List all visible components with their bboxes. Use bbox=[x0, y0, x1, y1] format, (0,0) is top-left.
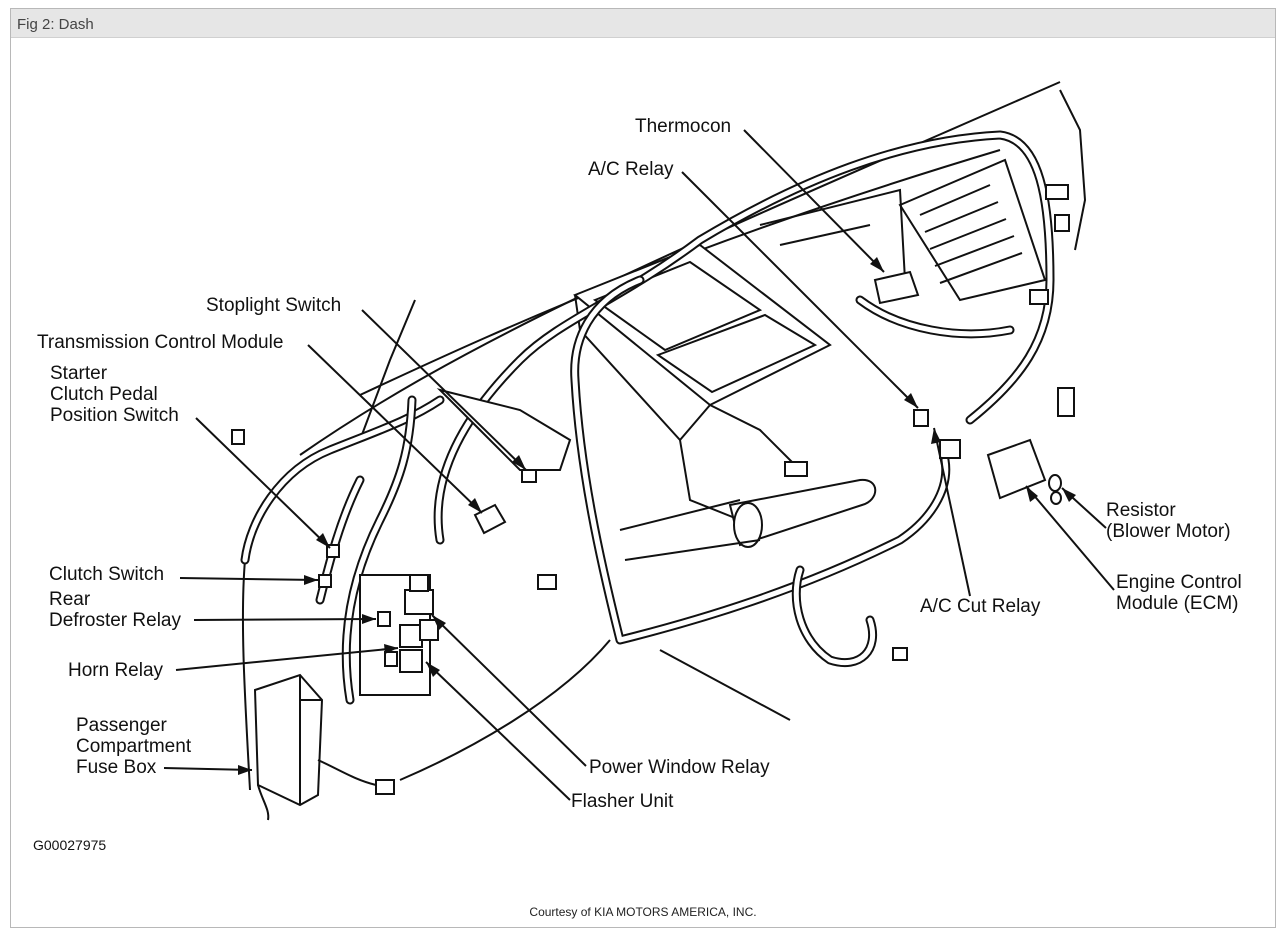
label-starter-2: Clutch Pedal bbox=[50, 384, 158, 405]
heater-unit-top bbox=[573, 243, 832, 407]
heater-unit-body bbox=[679, 404, 801, 521]
leader-power-window bbox=[431, 614, 587, 767]
blower-housing bbox=[898, 158, 1047, 302]
label-ac-cut-relay: A/C Cut Relay bbox=[920, 596, 1041, 617]
misc-connector-2 bbox=[1054, 214, 1070, 232]
label-stoplight-switch: Stoplight Switch bbox=[206, 295, 341, 316]
tcm-unit bbox=[436, 388, 572, 471]
label-fuse-box-3: Fuse Box bbox=[76, 757, 157, 778]
figure-title: Fig 2: Dash bbox=[17, 16, 94, 33]
misc-connector-6 bbox=[892, 647, 908, 661]
leader-ac-relay bbox=[681, 171, 919, 409]
leader-rear-defroster bbox=[193, 618, 377, 621]
figure-frame: Fig 2: Dash bbox=[10, 8, 1276, 928]
misc-connector-9 bbox=[784, 461, 808, 477]
label-power-window-relay: Power Window Relay bbox=[589, 757, 770, 778]
steering-hub bbox=[733, 502, 763, 548]
blower-grille bbox=[919, 184, 1023, 284]
leader-ac-cut-relay bbox=[933, 427, 971, 597]
dash-lower-curve bbox=[399, 639, 611, 781]
resistor-part bbox=[1048, 474, 1062, 492]
label-horn-relay: Horn Relay bbox=[68, 660, 164, 681]
heater-unit-panel-1 bbox=[592, 260, 763, 352]
label-clutch-switch: Clutch Switch bbox=[49, 564, 164, 585]
label-fuse-box-2: Compartment bbox=[76, 736, 192, 757]
steering-bracket bbox=[619, 499, 761, 561]
label-rear-defroster-1: Rear bbox=[49, 589, 91, 610]
leader-ecm bbox=[1025, 485, 1115, 591]
label-ecm-1: Engine Control bbox=[1116, 572, 1242, 593]
fuse-box-edge bbox=[299, 675, 322, 805]
label-ecm-2: Module (ECM) bbox=[1116, 593, 1238, 614]
heater-unit-panel-2 bbox=[655, 313, 818, 394]
steering-column bbox=[728, 478, 877, 547]
dash-left-pillar bbox=[359, 299, 416, 441]
leader-lines bbox=[163, 129, 1115, 801]
misc-connector-3 bbox=[1029, 289, 1049, 305]
misc-connector-5 bbox=[231, 429, 245, 445]
misc-connector-8 bbox=[537, 574, 557, 590]
clutch-switch-connector bbox=[318, 574, 332, 588]
fusebox-tail-wire bbox=[257, 784, 270, 821]
dash-right-edge bbox=[1059, 89, 1087, 251]
label-rear-defroster-2: Defroster Relay bbox=[49, 610, 181, 631]
leader-thermocon bbox=[743, 129, 885, 273]
courtesy-credit: Courtesy of KIA MOTORS AMERICA, INC. bbox=[529, 905, 756, 919]
leader-tcm bbox=[307, 344, 483, 514]
ac-relay-connector bbox=[913, 409, 929, 427]
fusebox-right-wire bbox=[317, 759, 377, 786]
dash-floor-line bbox=[659, 649, 791, 721]
fuse-box bbox=[253, 673, 324, 807]
label-fuse-box-1: Passenger bbox=[76, 715, 168, 736]
stoplight-switch-connector bbox=[521, 469, 537, 483]
ac-cut-relay-connector bbox=[939, 439, 961, 459]
label-starter-3: Position Switch bbox=[50, 405, 179, 426]
leader-fuse-box bbox=[163, 767, 253, 771]
figure-code: G00027975 bbox=[33, 837, 106, 853]
duct-center bbox=[759, 188, 906, 281]
resistor-part-2 bbox=[1050, 491, 1062, 505]
misc-connector-1 bbox=[1045, 184, 1069, 200]
thermocon-unit bbox=[873, 270, 920, 305]
figure-titlebar: Fig 2: Dash bbox=[11, 9, 1275, 38]
misc-connector-7 bbox=[375, 779, 395, 795]
leader-stoplight bbox=[361, 309, 527, 471]
label-resistor-1: Resistor bbox=[1106, 500, 1176, 521]
tcm-connector bbox=[473, 503, 507, 535]
label-tcm: Transmission Control Module bbox=[37, 332, 283, 353]
label-thermocon: Thermocon bbox=[635, 116, 731, 137]
ecm-unit bbox=[986, 438, 1047, 500]
dash-left-panel bbox=[241, 559, 251, 791]
label-flasher-unit: Flasher Unit bbox=[571, 791, 674, 812]
leader-clutch-switch bbox=[179, 577, 319, 581]
misc-connector-4 bbox=[1057, 387, 1075, 417]
label-resistor-2: (Blower Motor) bbox=[1106, 521, 1231, 542]
callout-labels: Thermocon A/C Relay Stoplight Switch Tra… bbox=[33, 116, 1242, 919]
label-starter-1: Starter bbox=[50, 363, 108, 384]
leader-horn-relay bbox=[175, 647, 399, 671]
relay-cluster bbox=[359, 574, 439, 696]
leader-starter bbox=[195, 417, 331, 549]
leader-flasher bbox=[425, 661, 571, 801]
heater-unit-side bbox=[574, 294, 711, 442]
dashboard-drawing bbox=[231, 81, 1087, 821]
label-ac-relay: A/C Relay bbox=[588, 159, 674, 180]
